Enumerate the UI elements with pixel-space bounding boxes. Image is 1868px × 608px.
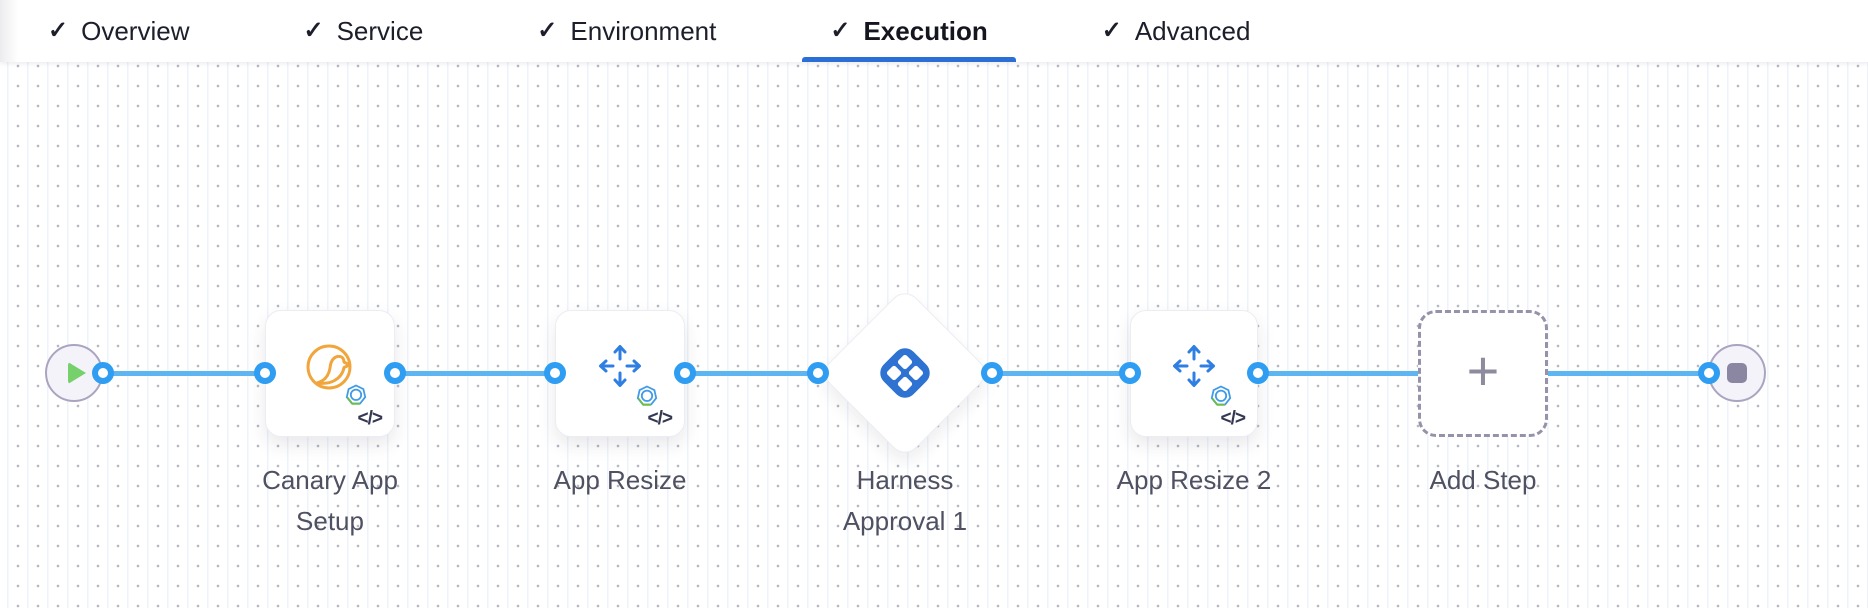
connector-point[interactable] [1247,362,1269,384]
connector-point[interactable] [674,362,696,384]
stop-icon [1727,363,1747,383]
pipeline-canvas[interactable]: </> </> [0,62,1868,608]
tab-label: Advanced [1134,15,1251,46]
tab-label: Environment [570,15,717,46]
connector-point[interactable] [981,362,1003,384]
check-icon: ✓ [48,17,69,44]
tab-overview[interactable]: ✓ Overview [20,0,217,62]
add-step-button[interactable]: + [1418,310,1548,437]
connector-point[interactable] [807,362,829,384]
connector-point[interactable] [384,362,406,384]
check-icon: ✓ [303,17,324,44]
connector-point[interactable] [254,362,276,384]
connector-point[interactable] [544,362,566,384]
step-node-app-resize[interactable]: </> [555,310,685,437]
plus-icon: + [1466,338,1500,402]
step-label-harness-approval-1: Harness Approval 1 [842,465,968,536]
resize-arrows-icon [1173,345,1215,387]
tab-advanced[interactable]: ✓ Advanced [1074,0,1279,62]
left-edge-shade [0,0,18,62]
connector-point[interactable] [1119,362,1141,384]
step-node-app-resize-2[interactable]: </> [1130,310,1258,437]
code-badge-icon: </> [1220,408,1247,429]
step-label-add-step: Add Step [1429,465,1537,495]
play-icon [67,362,86,384]
pipeline-start-node[interactable] [45,344,103,402]
approval-node-harness-approval-1[interactable] [818,286,992,460]
step-label-app-resize: App Resize [553,465,687,495]
tab-label: Execution [863,15,988,46]
tab-execution[interactable]: ✓ Execution [802,0,1017,62]
connector-point[interactable] [1698,362,1720,384]
connector-point[interactable] [92,362,114,384]
check-icon: ✓ [537,17,558,44]
stage-config-tab-bar: ✓ Overview ✓ Service ✓ Environment ✓ Exe… [0,0,1868,62]
code-badge-icon: </> [357,408,384,429]
harness-logo-icon [880,348,930,398]
step-node-canary-app-setup[interactable]: </> [265,310,395,437]
gear-badge-icon [345,384,367,405]
check-icon: ✓ [1101,17,1122,44]
code-badge-icon: </> [647,408,674,429]
tab-environment[interactable]: ✓ Environment [509,0,744,62]
tab-label: Overview [81,15,190,46]
tab-service[interactable]: ✓ Service [275,0,451,62]
canary-app-icon [306,344,352,390]
step-label-app-resize-2: App Resize 2 [1116,465,1272,495]
gear-badge-icon [1210,385,1232,406]
gear-badge-icon [636,385,658,406]
resize-arrows-icon [599,345,641,387]
tab-label: Service [336,15,424,46]
check-icon: ✓ [830,17,851,44]
step-label-canary-app-setup: Canary App Setup [262,465,398,536]
